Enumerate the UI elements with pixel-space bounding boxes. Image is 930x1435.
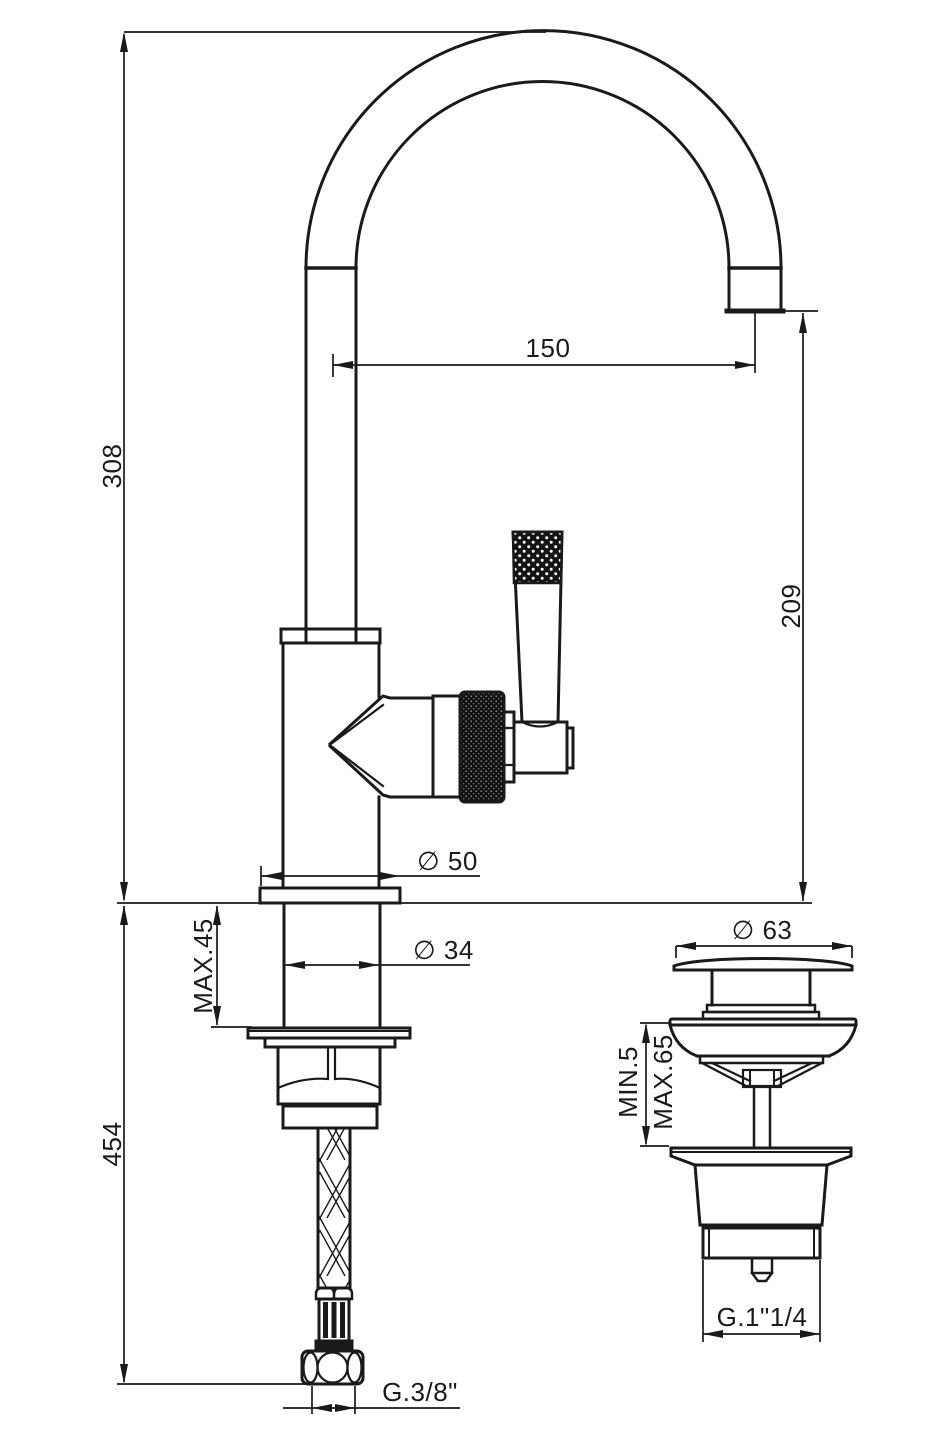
lever-knurl-grip — [511, 530, 564, 585]
hose-fitting-band — [314, 1339, 354, 1351]
drain-pin — [750, 1256, 774, 1283]
arrow-63-right — [832, 942, 852, 950]
label-below-deck-454: 454 — [97, 1122, 127, 1167]
drain-flange — [669, 1146, 853, 1167]
handle-hub — [512, 720, 569, 775]
arrow-308-down — [120, 882, 128, 902]
spout-inner-arc — [354, 80, 731, 270]
supply-hose — [316, 1126, 352, 1290]
drain-top-plate — [668, 1017, 858, 1027]
arrow-minmax-down — [642, 1126, 650, 1146]
valve-wedge-chamfer — [329, 703, 385, 788]
label-supply-thread: G.3/8" — [382, 1377, 458, 1407]
cartridge-ring — [431, 694, 462, 799]
hose-nut-right-facet — [346, 1351, 363, 1384]
label-outlet-height-209: 209 — [776, 584, 806, 629]
riser-tube — [304, 266, 358, 631]
dim-63-ext — [675, 946, 853, 958]
arrow-max45-up — [213, 905, 221, 925]
valve-wedge — [327, 694, 435, 799]
drain-assembly-group — [668, 957, 858, 1283]
drain-cap — [672, 957, 854, 972]
arrow-308-up — [120, 32, 128, 52]
arrow-150-left — [333, 361, 353, 369]
arrow-g38-right — [335, 1404, 355, 1412]
label-drain-thread: G.1"1/4 — [717, 1302, 808, 1332]
drain-rod — [752, 1085, 772, 1150]
knurled-ring — [458, 690, 506, 804]
hose-nut-left-facet — [302, 1351, 319, 1384]
label-drain-min: MIN.5 — [613, 1046, 643, 1118]
drain-funnel-band — [698, 1054, 825, 1065]
drain-thread-relief — [708, 1227, 815, 1259]
dimension-labels-group: 150 308 209 ∅ 50 ∅ 34 MAX.45 454 ∅ 63 MI… — [97, 333, 807, 1407]
arrow-454-down — [120, 1364, 128, 1384]
drain-strainer-cone — [700, 1061, 824, 1088]
handle-hub-endcap — [565, 726, 575, 770]
deck-flange — [258, 886, 402, 905]
hose-fitting-collar — [314, 1286, 354, 1301]
arrow-g38-left — [312, 1404, 332, 1412]
dim-g114-ext — [702, 1260, 821, 1342]
drain-strainer-box-lines — [749, 1069, 775, 1088]
dimension-arrowheads — [120, 32, 852, 1412]
hose-fitting-ribs — [323, 1302, 345, 1338]
arrow-g114-right — [800, 1330, 820, 1338]
arrow-34-left — [285, 961, 305, 969]
arrow-63-left — [676, 942, 696, 950]
arrow-34-right — [359, 961, 379, 969]
spout-outer-arc — [304, 29, 783, 270]
dimension-lines-group — [117, 31, 853, 1414]
fixing-nut-faces — [326, 1045, 337, 1079]
arrow-g114-left — [703, 1330, 723, 1338]
drain-body — [693, 1163, 829, 1227]
body-cap-inner-lines — [304, 627, 358, 645]
label-shank-diameter: ∅ 34 — [413, 935, 474, 965]
hose-end-nut — [300, 1349, 365, 1386]
drain-funnel — [668, 1023, 858, 1058]
label-drain-max: MAX.65 — [648, 1034, 678, 1130]
label-drain-cap-diameter: ∅ 63 — [732, 915, 793, 945]
arrow-minmax-up — [642, 1023, 650, 1043]
body-column — [281, 641, 381, 890]
hose-nut-center-facet — [316, 1351, 349, 1384]
label-base-diameter: ∅ 50 — [417, 846, 478, 876]
label-height-308: 308 — [97, 444, 127, 489]
arrow-209-down — [799, 882, 807, 902]
drain-strainer-box — [741, 1068, 783, 1089]
fixing-nut-arcs — [276, 1077, 382, 1090]
label-spout-reach: 150 — [526, 333, 571, 363]
arrow-50-right — [380, 872, 400, 880]
arrow-50-left — [262, 872, 282, 880]
arrow-454-up — [120, 905, 128, 925]
faucet-body-group — [246, 29, 786, 1386]
arrow-150-right — [735, 361, 755, 369]
shank-collar — [281, 1104, 379, 1130]
dim-g38-ext — [311, 1386, 356, 1414]
drain-cap-stem — [710, 968, 812, 1007]
handle-connector-steps — [502, 726, 516, 767]
spout-outlet — [727, 266, 783, 312]
body-cap-band — [279, 627, 382, 645]
label-max-deck: MAX.45 — [188, 918, 218, 1014]
arrow-max45-down — [213, 1006, 221, 1026]
dim-minmax-ext — [640, 1022, 670, 1147]
arrow-209-up — [799, 313, 807, 333]
drain-thread-section — [701, 1226, 822, 1260]
